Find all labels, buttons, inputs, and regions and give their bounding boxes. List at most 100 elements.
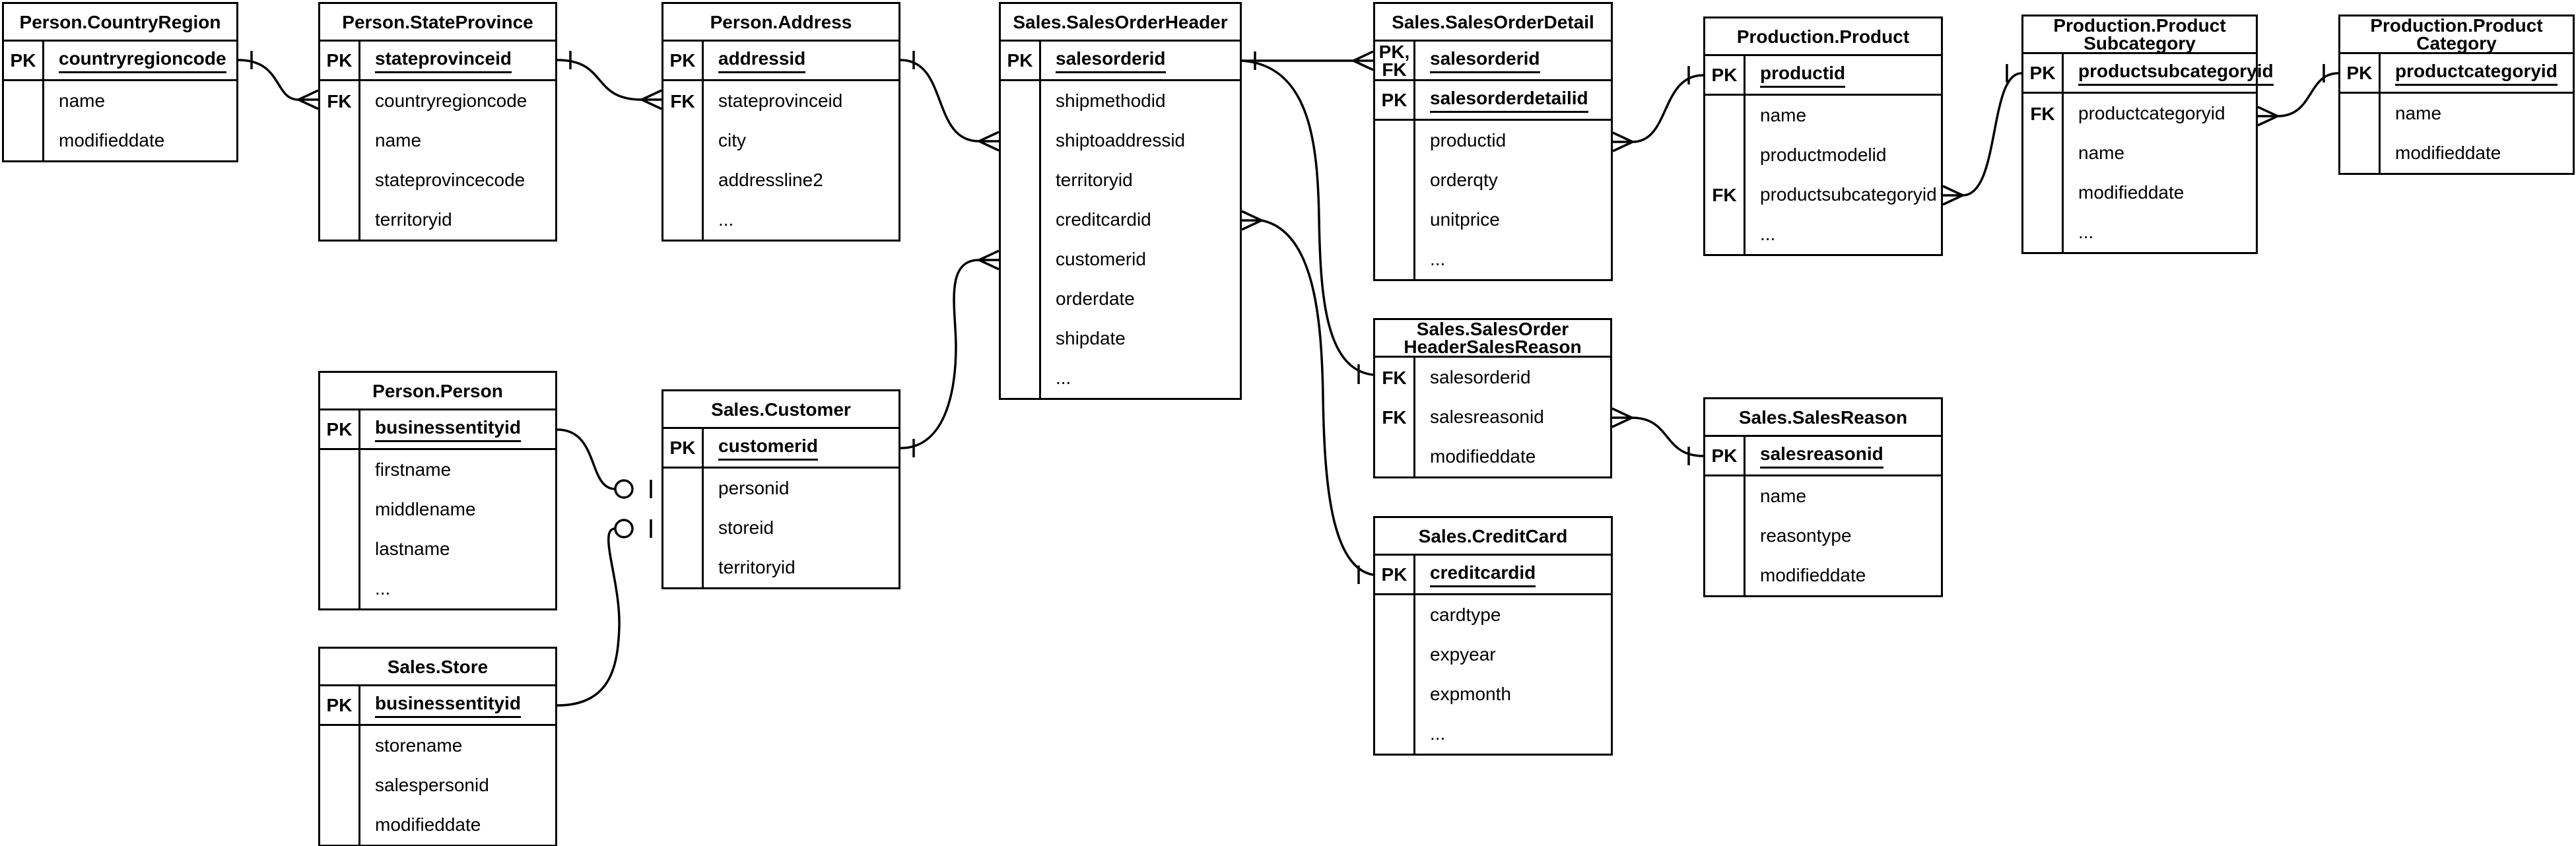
field-name: modifieddate: [1430, 446, 1536, 467]
field-name: shipmethodid: [1056, 90, 1166, 111]
field-name: expmonth: [1430, 684, 1511, 704]
key-label: [320, 805, 360, 845]
key-label: [2023, 133, 2064, 173]
key-label: [663, 508, 704, 548]
table-row: territoryid: [320, 200, 555, 240]
field-name: territoryid: [375, 209, 452, 230]
table-row: name: [1705, 476, 1941, 516]
table-row: ...: [663, 200, 898, 240]
field-name: customerid: [1056, 249, 1146, 269]
table-row: name: [1705, 96, 1941, 135]
field-name: ...: [1430, 723, 1446, 744]
key-label: FK: [2023, 94, 2064, 133]
table-row: expmonth: [1375, 674, 1611, 714]
relationship-stateprovince-address: [557, 51, 662, 110]
key-label: [663, 469, 704, 508]
table-row: storeid: [663, 508, 898, 548]
field-name: territoryid: [1056, 170, 1133, 190]
pk-field-name: countryregioncode: [44, 42, 236, 79]
key-label: [663, 548, 704, 587]
field-name: stateprovincecode: [375, 170, 525, 190]
field-name: ...: [718, 209, 734, 230]
relationship-headersalesreason-salesreason: [1611, 407, 1704, 465]
relationship-store-customer: [557, 519, 652, 707]
field-name: modifieddate: [2395, 143, 2501, 163]
relationship-salesorderheader-salesorderdetail: [1242, 50, 1374, 71]
key-label: [320, 529, 360, 569]
field-name: ...: [2078, 222, 2094, 242]
table-row: name: [2340, 94, 2573, 133]
field-name: orderdate: [1056, 288, 1135, 309]
field-name: unitprice: [1430, 209, 1500, 230]
key-label: [663, 160, 704, 200]
table-row: customerid: [1001, 240, 1240, 279]
key-label: PK: [1001, 42, 1041, 79]
table-row: ...: [1705, 214, 1941, 254]
field-name: name: [59, 90, 106, 111]
field-name: productsubcategoryid: [1760, 184, 1937, 205]
relationship-countryregion-stateprovince: [238, 51, 319, 110]
table-row: ...: [2023, 212, 2256, 252]
table-row: ...: [1375, 714, 1611, 754]
field-name: countryregioncode: [375, 90, 527, 111]
table-row: lastname: [320, 529, 555, 569]
key-label: [1375, 714, 1415, 754]
key-label: [4, 121, 44, 160]
key-label: PK: [320, 410, 360, 448]
table-row: shipmethodid: [1001, 81, 1240, 121]
key-label: [1705, 516, 1746, 556]
pk-field-name: addressid: [704, 42, 898, 79]
key-label: [2340, 133, 2381, 173]
field-name: name: [2395, 103, 2442, 123]
table-row: productid: [1375, 121, 1611, 160]
key-label: [1001, 81, 1041, 121]
key-label: FK: [1375, 358, 1415, 397]
table-row: orderdate: [1001, 279, 1240, 319]
field-name: storeid: [718, 517, 774, 538]
key-label: [1375, 160, 1415, 200]
pk-field-name: stateprovinceid: [360, 42, 555, 79]
key-label: PK: [2023, 54, 2064, 92]
field-name: orderqty: [1430, 170, 1498, 190]
key-label: [1705, 135, 1746, 175]
key-label: [1375, 121, 1415, 160]
field-name: ...: [1430, 249, 1446, 269]
relationship-subcategory-category: [2257, 64, 2339, 127]
key-label: [320, 121, 360, 160]
field-name: personid: [718, 478, 790, 498]
field-name: storename: [375, 735, 463, 756]
key-label: [1375, 595, 1415, 635]
table-title: Production.Product: [1705, 18, 1941, 56]
table-row: shiptoaddressid: [1001, 121, 1240, 160]
pk-field-name: productcategoryid: [2381, 54, 2573, 92]
table-row: territoryid: [663, 548, 898, 587]
pk-field-name: productid: [1746, 56, 1941, 94]
table-row: modifieddate: [2023, 173, 2256, 212]
key-label: [320, 200, 360, 240]
key-label: [1705, 556, 1746, 595]
key-label: [1001, 200, 1041, 240]
table-row: orderqty: [1375, 160, 1611, 200]
table-title: Person.Person: [320, 373, 555, 410]
table-row: cardtype: [1375, 595, 1611, 635]
table-title: Production.Product Category: [2340, 16, 2573, 54]
key-label: [2340, 94, 2381, 133]
